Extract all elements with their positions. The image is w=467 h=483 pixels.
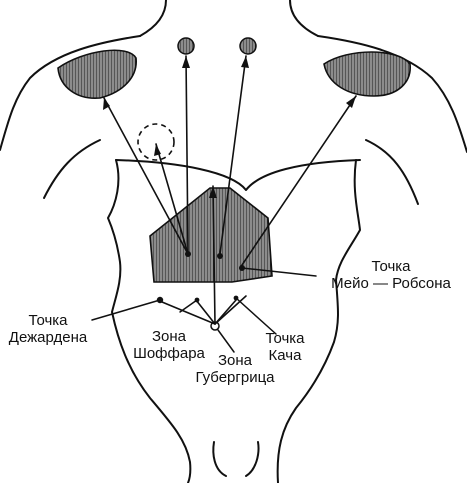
arrow-to-left-shoulder bbox=[104, 98, 188, 254]
label-mayo-robson-line1: Точка bbox=[316, 258, 466, 275]
leader-chauffard bbox=[180, 300, 197, 312]
label-desjardins-line1: Точка bbox=[0, 312, 96, 329]
arrowhead-left-supraclavicular bbox=[182, 56, 190, 68]
right-supraclavicular-point bbox=[240, 38, 256, 54]
point-in-zone-right bbox=[217, 253, 223, 259]
left-supraclavicular-point bbox=[178, 38, 194, 54]
pancreas-region bbox=[150, 188, 272, 282]
arrowhead-dashed-zone bbox=[154, 144, 161, 156]
label-desjardins-line2: Дежардена bbox=[0, 329, 96, 346]
flank-right bbox=[278, 160, 360, 483]
armpit-left bbox=[44, 140, 100, 198]
groin-right bbox=[246, 442, 259, 476]
leader-desjardins bbox=[92, 300, 160, 320]
label-gubergrits-line1: Зона bbox=[180, 352, 290, 369]
right-shoulder-zone bbox=[324, 52, 410, 96]
groin-left bbox=[213, 442, 226, 476]
shoulder-right bbox=[318, 36, 467, 152]
flank-left bbox=[108, 160, 190, 483]
leader-kach bbox=[236, 298, 276, 334]
neck-right bbox=[290, 0, 318, 36]
chest-line bbox=[116, 160, 360, 190]
arrowhead-right-shoulder bbox=[346, 96, 356, 108]
leader-gubergrits bbox=[218, 330, 234, 352]
point-in-zone-left bbox=[185, 251, 191, 257]
label-mayo-robson: Точка Мейо — Робсона bbox=[316, 258, 466, 292]
arrow-navel-to-mayo bbox=[215, 296, 246, 324]
label-gubergrits: Зона Губергрица bbox=[180, 352, 290, 386]
label-gubergrits-line2: Губергрица bbox=[180, 369, 290, 386]
arrow-to-right-shoulder bbox=[240, 96, 356, 268]
label-desjardins: Точка Дежардена bbox=[0, 312, 96, 346]
left-shoulder-zone bbox=[58, 50, 136, 98]
label-mayo-robson-line2: Мейо — Робсона bbox=[316, 275, 466, 292]
label-chauffard-line1: Зона bbox=[124, 328, 214, 345]
armpit-right bbox=[366, 140, 418, 204]
neck-left bbox=[140, 0, 166, 36]
label-kach-line1: Точка bbox=[250, 330, 320, 347]
